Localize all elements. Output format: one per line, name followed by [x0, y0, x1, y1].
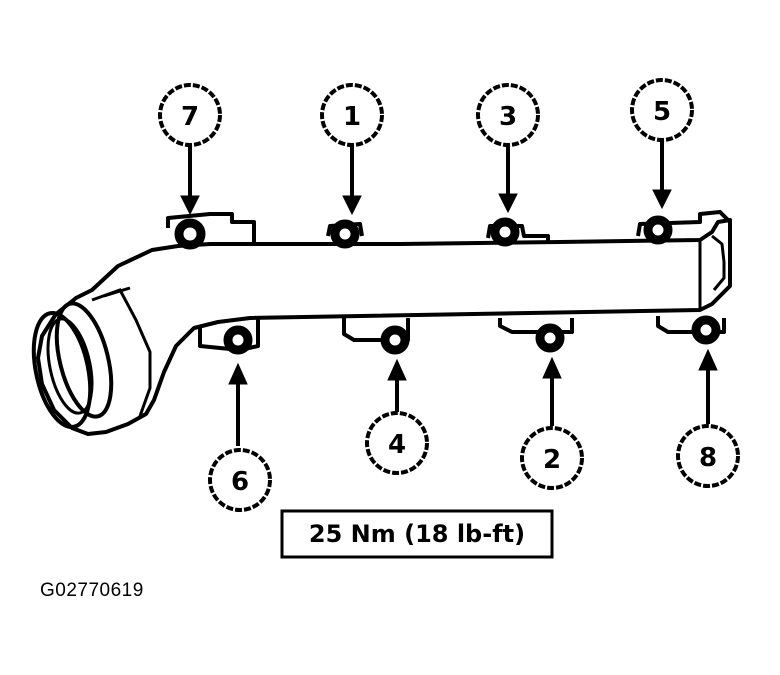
figure-id: G02770619 [40, 580, 144, 601]
bolt-6 [223, 325, 253, 355]
bolt-7 [174, 218, 206, 250]
bolt-8 [691, 315, 721, 345]
arrow-3 [498, 146, 518, 214]
bolt-4 [380, 325, 410, 355]
callout-8: 8 [676, 424, 740, 488]
callout-7: 7 [158, 83, 222, 147]
callouts: 7 1 3 5 6 4 2 8 [158, 78, 740, 512]
torque-spec-label: 25 Nm (18 lb-ft) [309, 520, 525, 548]
bolt-1 [330, 219, 360, 249]
arrow-2 [542, 356, 562, 426]
callout-3: 3 [476, 83, 540, 147]
callout-3-label: 3 [499, 102, 517, 132]
arrow-1 [342, 146, 362, 216]
arrow-6 [228, 362, 248, 446]
arrow-4 [387, 358, 407, 412]
callout-5-label: 5 [653, 97, 671, 127]
torque-spec-box: 25 Nm (18 lb-ft) [280, 509, 554, 559]
callout-2-label: 2 [543, 445, 561, 475]
callout-6-label: 6 [231, 467, 249, 497]
callout-4: 4 [365, 411, 429, 475]
callout-7-label: 7 [181, 102, 199, 132]
callout-4-label: 4 [388, 430, 406, 460]
exhaust-manifold [36, 210, 732, 436]
callout-6: 6 [208, 448, 272, 512]
bolt-3 [490, 217, 520, 247]
bolt-2 [535, 323, 565, 353]
bolt-5 [643, 215, 673, 245]
bolts [174, 215, 721, 355]
callout-8-label: 8 [699, 443, 717, 473]
callout-1-label: 1 [343, 102, 361, 132]
callout-1: 1 [320, 83, 384, 147]
arrow-7 [180, 146, 200, 216]
arrows [180, 140, 718, 446]
arrow-5 [652, 140, 672, 210]
callout-2: 2 [520, 426, 584, 490]
arrow-8 [698, 348, 718, 424]
outlet-collar [31, 286, 152, 429]
callout-5: 5 [630, 78, 694, 142]
